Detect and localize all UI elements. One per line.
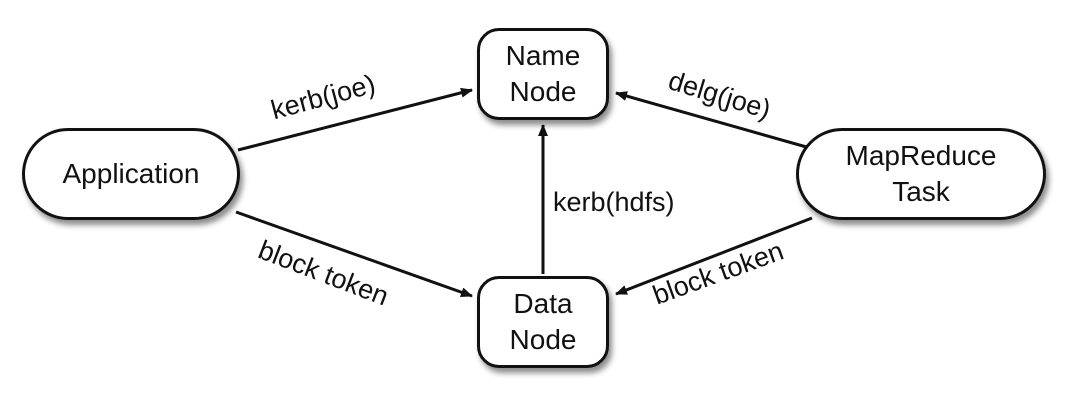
edge-label-kerb-hdfs: kerb(hdfs) bbox=[553, 187, 675, 217]
data-node-line2: Node bbox=[509, 324, 577, 355]
arrow-task-to-datanode bbox=[615, 216, 813, 296]
mapreduce-task-node: MapReduce Task bbox=[796, 128, 1046, 220]
data-node-line1: Data bbox=[513, 288, 573, 319]
mapreduce-task-line2: Task bbox=[892, 176, 950, 207]
arrow-app-to-namenode bbox=[237, 87, 473, 152]
name-node-line2: Node bbox=[509, 76, 577, 107]
data-node: Data Node bbox=[477, 276, 609, 368]
application-label: Application bbox=[62, 158, 200, 189]
arrow-task-to-namenode bbox=[615, 91, 811, 150]
name-node: Name Node bbox=[477, 28, 609, 120]
name-node-line1: Name bbox=[505, 40, 581, 71]
arrow-app-to-datanode bbox=[235, 210, 473, 298]
mapreduce-task-line1: MapReduce bbox=[845, 140, 997, 171]
application-node: Application bbox=[22, 128, 240, 220]
